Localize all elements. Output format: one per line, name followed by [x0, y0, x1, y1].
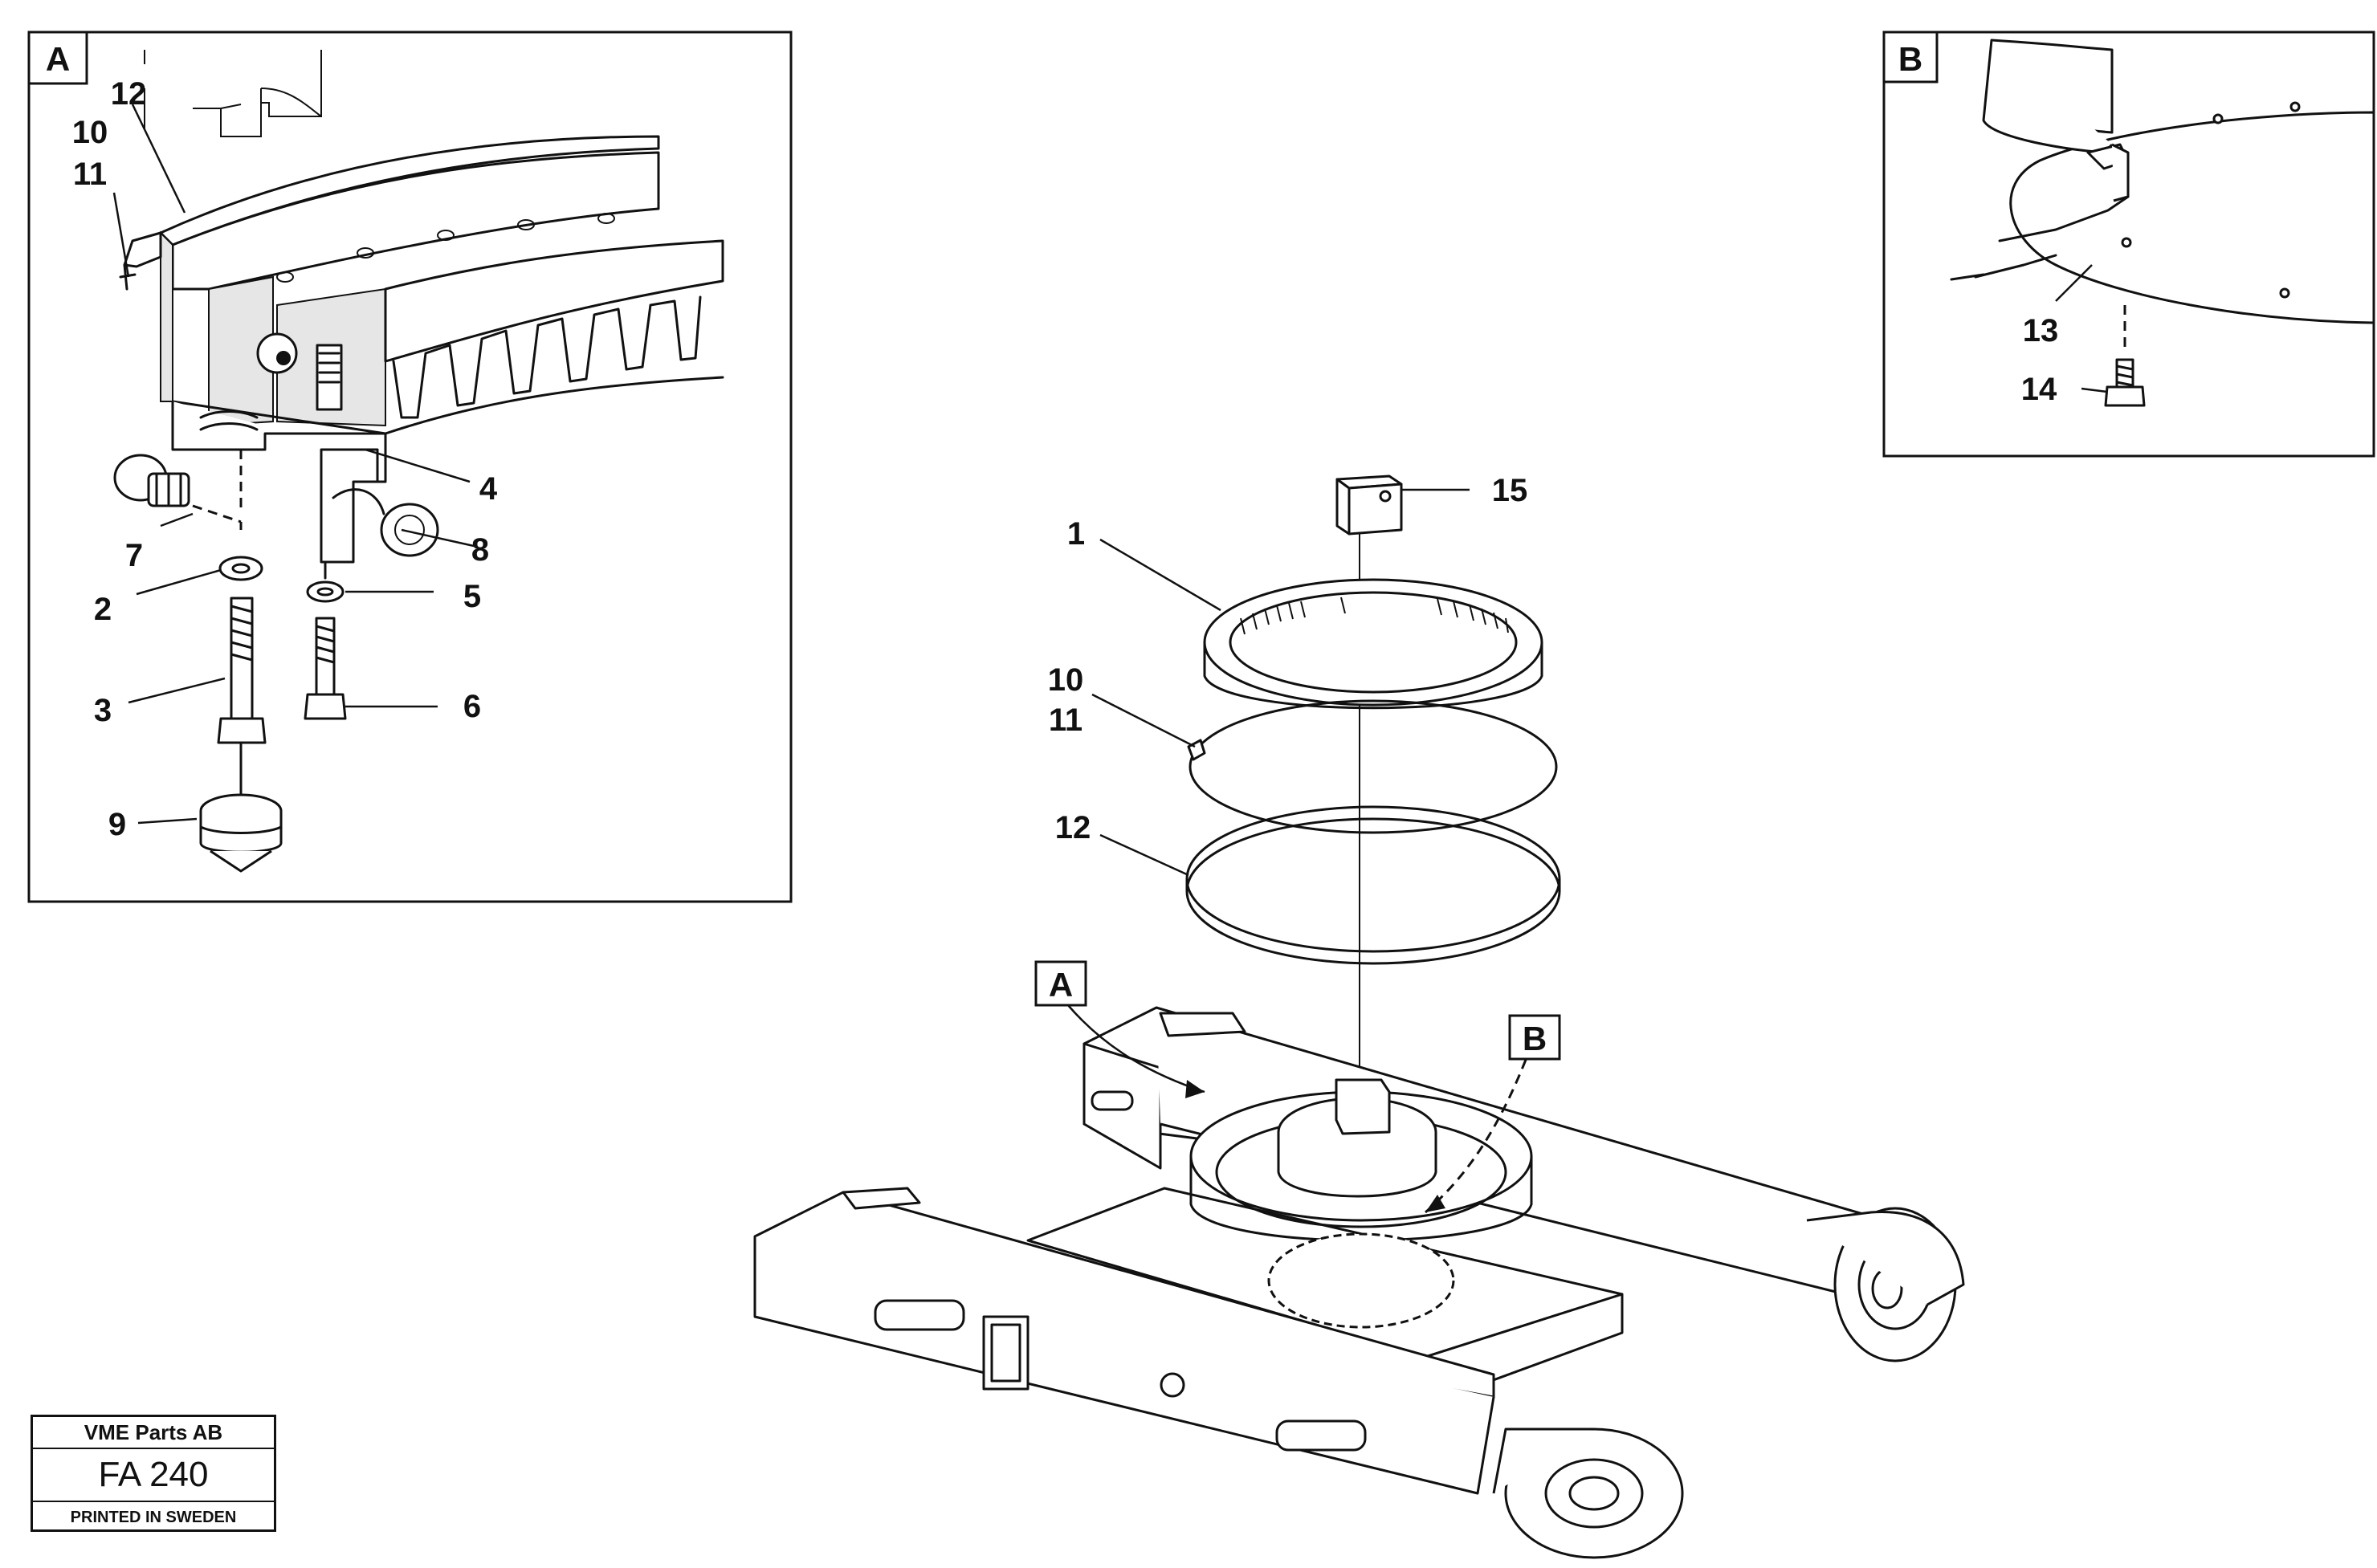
marker-b-box	[1508, 1014, 1561, 1061]
grease-fitting-8	[380, 503, 439, 557]
detail-a-panel: A	[27, 31, 793, 903]
callout-a-10: 10	[72, 115, 108, 150]
marker-a-label: A	[1049, 966, 1073, 1004]
detail-b-panel: B 13 14	[1882, 31, 2375, 458]
title-block-figure-number: FA 240	[33, 1449, 274, 1502]
swivel-block-15	[1335, 474, 1403, 536]
callout-a-2: 2	[94, 592, 112, 627]
callout-a-8: 8	[471, 532, 489, 568]
callout-b-13: 13	[2023, 313, 2059, 348]
bolt-6	[304, 560, 347, 720]
detail-a-label: A	[46, 40, 70, 78]
callout-a-11: 11	[73, 157, 107, 192]
callout-b-14: 14	[2021, 372, 2057, 407]
callout-15: 15	[1492, 473, 1528, 508]
seal-ring-12	[1185, 805, 1561, 965]
frame-fragment	[144, 50, 322, 137]
bolt-3	[217, 597, 267, 804]
bolt-14	[2104, 358, 2146, 407]
callout-a-4: 4	[479, 471, 498, 507]
callout-a-3: 3	[94, 693, 112, 728]
plug-7	[113, 454, 242, 523]
callout-a-5: 5	[463, 579, 481, 614]
detail-a-tag	[27, 31, 88, 85]
seal-ring-10-11	[1187, 699, 1558, 834]
cap-9	[199, 793, 283, 873]
slewing-ring-section	[159, 135, 724, 483]
callout-a-7: 7	[125, 538, 143, 573]
detail-b-label: B	[1898, 40, 1922, 78]
washer-2	[218, 556, 263, 581]
grease-pipe	[320, 448, 379, 564]
main-exploded-view: A B 15 1 10 11 12	[753, 473, 1965, 1559]
callout-a-9: 9	[108, 807, 126, 842]
title-block-company: VME Parts AB	[33, 1417, 274, 1449]
callout-a-6: 6	[463, 689, 481, 724]
marker-a-box	[1034, 960, 1087, 1007]
undercarriage-frame	[753, 1006, 1965, 1559]
washer-5	[306, 580, 345, 603]
callout-a-12: 12	[111, 76, 147, 112]
title-block-printed: PRINTED IN SWEDEN	[70, 1508, 237, 1526]
title-block: VME Parts AB FA 240 PRINTED IN SWEDEN	[31, 1415, 276, 1532]
callout-12: 12	[1055, 810, 1091, 845]
marker-b-label: B	[1523, 1020, 1547, 1057]
callout-11: 11	[1049, 703, 1082, 738]
seal-strip	[123, 231, 162, 268]
bearing-ring-1	[1203, 578, 1543, 710]
callout-1: 1	[1067, 516, 1085, 552]
callout-10: 10	[1048, 662, 1084, 698]
detail-b-tag	[1882, 31, 1939, 83]
